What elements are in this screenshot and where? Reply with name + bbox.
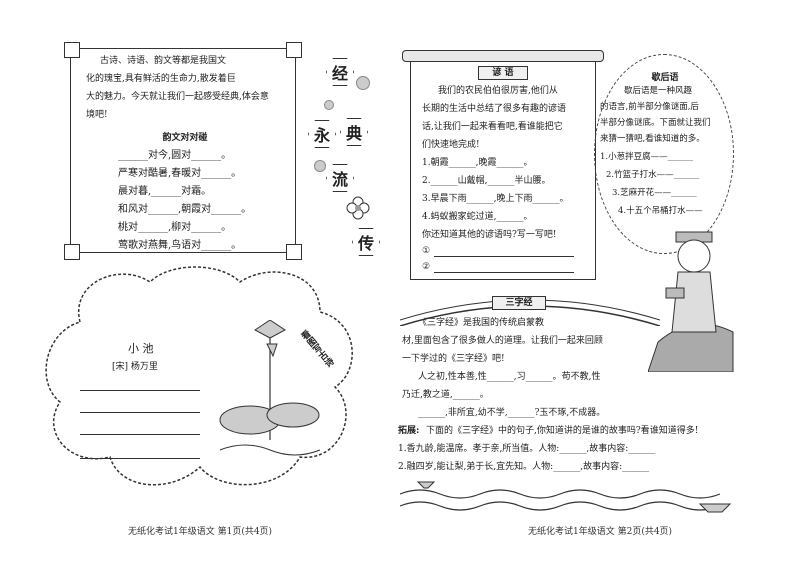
rhyme-frame-corner (286, 42, 302, 58)
rhyme-line: 晨对暮,______对霜。 (118, 186, 212, 197)
extension-item: 2.融四岁,能让梨,弟于长,宜先知。人物:______,故事内容:______ (398, 462, 650, 472)
answer-line (80, 390, 200, 391)
proverb-intro: 我们的农民伯伯很厉害,他们从 (438, 86, 558, 96)
proverb-blank-label: ① (422, 246, 431, 256)
proverb-item: 4.蚂蚁搬家蛇过道,______。 (422, 212, 533, 222)
rhyme-frame (70, 48, 296, 253)
proverb-intro: 长期的生活中总结了很多有趣的谚语 (422, 104, 567, 114)
poem-title: 小 池 (128, 342, 154, 355)
cloud-frame (40, 262, 360, 494)
sanzijing-title: 三字经 (492, 296, 546, 310)
xiehouyu-item: 2.竹篮子打水——______ (606, 170, 700, 180)
extension-label: 拓展: (398, 426, 420, 436)
answer-line (434, 256, 574, 257)
decor-dot (314, 160, 326, 172)
proverb-item: 1.朝霞______,晚霞______。 (422, 158, 533, 168)
sanzijing-verse: 乃迁,教之道,______。 (402, 390, 489, 400)
proverb-frame (410, 56, 596, 280)
xiehouyu-frame (594, 54, 734, 254)
theme-char: 传 (352, 228, 380, 256)
answer-line (80, 458, 200, 459)
proverb-prompt: 你还知道其他的谚语吗?写一写吧! (422, 230, 557, 240)
proverb-intro: 们快速地完成! (422, 140, 480, 150)
scholar-illustration (647, 222, 738, 373)
rhyme-title: 韵文对对碰 (162, 133, 208, 143)
xiehouyu-intro: 来猜一猜吧,看谁知道的多。 (600, 134, 705, 144)
poem-author: [宋] 杨万里 (112, 362, 158, 372)
footer-right: 无纸化考试1年级语文 第2页(共4页) (528, 527, 673, 537)
intro-line: 境吧! (86, 110, 108, 120)
sanzijing-intro: 《三字经》是我国的传统启蒙教 (418, 318, 545, 328)
theme-char: 经 (326, 58, 354, 86)
sanzijing-intro: 材,里面包含了很多做人的道理。让我们一起来回顾 (402, 336, 603, 346)
xiehouyu-item: 1.小葱拌豆腐——______ (600, 152, 694, 162)
xiehouyu-intro: 的语言,前半部分像谜面,后 (600, 102, 699, 112)
xiehouyu-item: 4.十五个吊桶打水—— (618, 206, 703, 216)
rhyme-frame-corner (64, 42, 80, 58)
decor-dot (324, 100, 334, 110)
extension-item: 1.香九龄,能温席。孝于亲,所当值。人物:______,故事内容:______ (398, 444, 656, 454)
rhyme-line: ______对今,圆对______。 (118, 150, 232, 161)
xiehouyu-title: 歇后语 (651, 73, 679, 83)
flower-icon (346, 196, 370, 220)
sanzijing-verse: ______,非所宜,幼不学,______?玉不琢,不成器。 (418, 408, 606, 418)
answer-line (80, 412, 200, 413)
sanzijing-intro: 一下学过的《三字经》吧! (402, 354, 505, 364)
intro-line: 古诗、诗语、韵文等都是我国文 (100, 56, 227, 66)
answer-line (434, 272, 574, 273)
rhyme-frame-corner (286, 244, 302, 260)
answer-line (80, 434, 200, 435)
theme-char: 流 (326, 164, 354, 192)
proverb-intro: 话,让我们一起来看看吧,看谁能把它 (422, 122, 563, 132)
rhyme-line: 莺歌对燕舞,鸟语对______。 (118, 240, 242, 251)
waves-illustration (399, 476, 740, 516)
footer-left: 无纸化考试1年级语文 第1页(共4页) (128, 527, 273, 537)
proverb-blank-label: ② (422, 262, 431, 272)
decor-dot (356, 76, 370, 90)
rhyme-line: 桃对______,柳对______。 (118, 222, 232, 233)
rhyme-line: 严寒对酷暑,春暖对______。 (118, 168, 242, 179)
proverb-scroll-top (402, 50, 604, 62)
theme-char: 典 (340, 118, 368, 146)
intro-line: 大的魅力。今天就让我们一起感受经典,体会意 (86, 92, 269, 102)
theme-char: 永 (308, 120, 336, 148)
proverb-item: 2.______山戴帽,______半山腰。 (422, 176, 551, 186)
proverb-item: 3.早晨下雨______,晚上下雨______。 (422, 194, 569, 204)
xiehouyu-item: 3.芝麻开花——______ (612, 188, 697, 198)
intro-line: 化的瑰宝,具有鲜活的生命力,散发着巨 (86, 74, 236, 84)
proverb-title: 谚 语 (478, 66, 528, 80)
xiehouyu-intro: 半部分像谜底。下面就让我们 (600, 118, 711, 128)
rhyme-frame-corner (64, 244, 80, 260)
extension-text: 下面的《三字经》中的句子,你知道讲的是谁的故事吗?看谁知道得多! (426, 426, 699, 436)
xiehouyu-intro: 歇后语是一种风趣 (624, 86, 693, 96)
rhyme-line: 和风对______,朝霞对______。 (118, 204, 252, 215)
sanzijing-verse: 人之初,性本善,性______,习______。苟不教,性 (418, 372, 601, 382)
lotus-illustration (215, 319, 325, 460)
